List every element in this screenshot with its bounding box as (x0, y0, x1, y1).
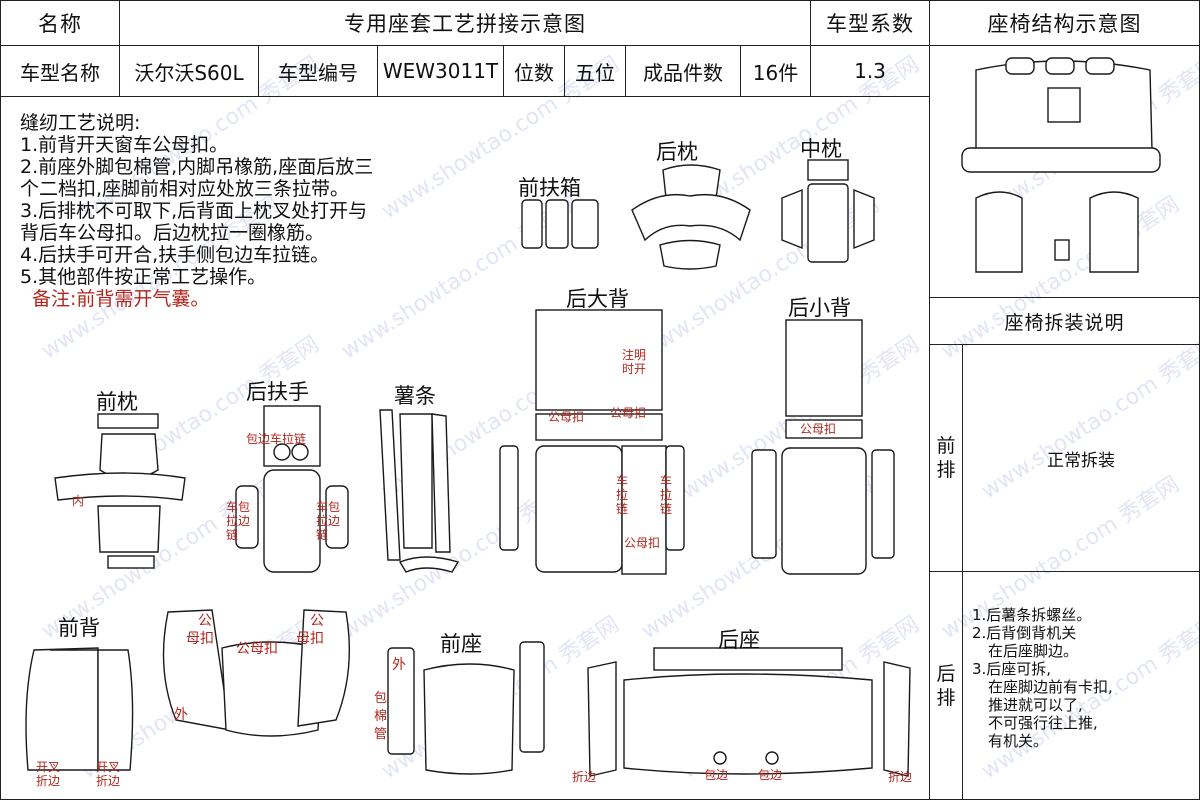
mark-fold-edge: 折边 (888, 770, 913, 784)
instruction-line: 5.其他部件按正常工艺操作。 (20, 266, 267, 288)
mark-fold-edge: 折边 (96, 774, 121, 788)
mark-snap-short: 母扣 (296, 631, 324, 647)
pieces-label: 成品件数 (625, 45, 741, 97)
mark-binding: 包边 (704, 768, 729, 782)
rear-note-line: 不可强行往上推, (988, 714, 1098, 732)
mark-snap: 公母扣 (548, 410, 585, 424)
rear-note-line: 在座脚边前有卡扣, (988, 678, 1113, 696)
mark-outside: 外 (174, 707, 188, 723)
label-rear-headrest: 后枕 (656, 140, 698, 164)
label-rear-armrest: 后扶手 (246, 380, 309, 404)
mid-headrest-pieces (781, 159, 875, 263)
mark-open-fork: 开叉 (96, 760, 121, 774)
instructions-title: 缝纫工艺说明: (20, 112, 141, 134)
mark-snap: 公母扣 (610, 406, 647, 420)
label-front-seat: 前座 (440, 632, 482, 656)
rear-big-back-pieces (499, 309, 685, 575)
label-mid-headrest: 中枕 (800, 137, 842, 161)
label-front-armrest-box: 前扶箱 (518, 176, 581, 200)
mark-zip-side: 车包拉边链 (316, 500, 341, 542)
rear-note-line: 在后座脚边。 (988, 642, 1079, 660)
rear-headrest-pieces (631, 164, 751, 270)
mark-zip: 车拉链 (616, 474, 629, 516)
mark-male: 公 (310, 613, 324, 629)
mark-zip-side: 车包拉边链 (226, 500, 251, 542)
seat-structure-drawing (961, 57, 1161, 273)
instruction-line: 背后车公母扣。后边枕拉一圈橡筋。 (20, 222, 325, 244)
rear-row-notes: 1.后薯条拆螺丝。 2.后背倒背机关 在后座脚边。 3.后座可拆, 在座脚边前有… (972, 606, 1113, 750)
sewing-instructions: 缝纫工艺说明: 1.前背开天窗车公母扣。 2.前座外脚包棉管,内脚吊橡筋,座面后… (20, 112, 520, 310)
mark-fold-edge: 折边 (572, 770, 597, 784)
front-seat-pieces (387, 641, 545, 775)
label-rear-big-back: 后大背 (566, 287, 629, 311)
front-armrest-box-pieces (521, 199, 599, 249)
mark-binding: 包边 (758, 768, 783, 782)
rear-armrest-pieces (235, 405, 349, 573)
rear-note-line: 推进就可以了, (988, 696, 1083, 714)
mark-zip-edge: 包边车拉链 (246, 432, 307, 446)
label-strip: 薯条 (394, 384, 436, 408)
mark-note: 注明 (622, 348, 647, 362)
rear-note-line: 1.后薯条拆螺丝。 (972, 606, 1092, 624)
mark-snap: 公母扣 (236, 641, 278, 657)
instruction-line: 4.后扶手可开合,扶手侧包边车拉链。 (20, 244, 330, 266)
rear-note-line: 有机关。 (988, 732, 1049, 750)
mark-outside: 外 (392, 657, 406, 673)
rear-seat-pieces (587, 647, 911, 777)
mark-male: 公 (198, 613, 212, 629)
strip-pieces (379, 409, 460, 573)
mark-snap-short: 母扣 (186, 631, 214, 647)
mark-zip: 车拉链 (660, 474, 673, 516)
mark-snap: 公母扣 (624, 536, 661, 550)
mark-cotton-tube: 包棉管 (374, 691, 388, 742)
label-front-headrest: 前枕 (96, 390, 138, 414)
instruction-line: 3.后排枕不可取下,后背面上枕叉处打开与 (20, 200, 368, 222)
mark-note2: 时开 (622, 362, 647, 376)
front-headrest-pieces (54, 413, 186, 569)
model-name-value: 沃尔沃S60L (119, 45, 259, 97)
instruction-line: 2.前座外脚包棉管,内脚吊橡筋,座面后放三 (20, 156, 374, 178)
seats-label: 位数 (503, 45, 565, 97)
label-front-back: 前背 (58, 616, 100, 640)
mark-fold-edge: 折边 (36, 774, 61, 788)
label-rear-seat: 后座 (718, 628, 760, 652)
rear-small-back-pieces (751, 319, 895, 575)
mark-inside: 内 (72, 494, 85, 508)
rear-note-line: 2.后背倒背机关 (972, 624, 1077, 642)
mark-snap: 公母扣 (800, 422, 837, 436)
label-rear-small-back: 后小背 (788, 296, 851, 320)
mark-open-fork: 开叉 (36, 760, 61, 774)
coef-label-cell: 车型系数 (810, 0, 930, 46)
rear-note-line: 3.后座可拆, (972, 660, 1052, 678)
front-back-pieces (25, 609, 351, 771)
instruction-line: 1.前背开天窗车公母扣。 (20, 134, 229, 156)
instructions-remark: 备注:前背需开气囊。 (32, 288, 210, 310)
instruction-line: 个二档扣,座脚前相对应处放三条拉带。 (20, 178, 350, 200)
